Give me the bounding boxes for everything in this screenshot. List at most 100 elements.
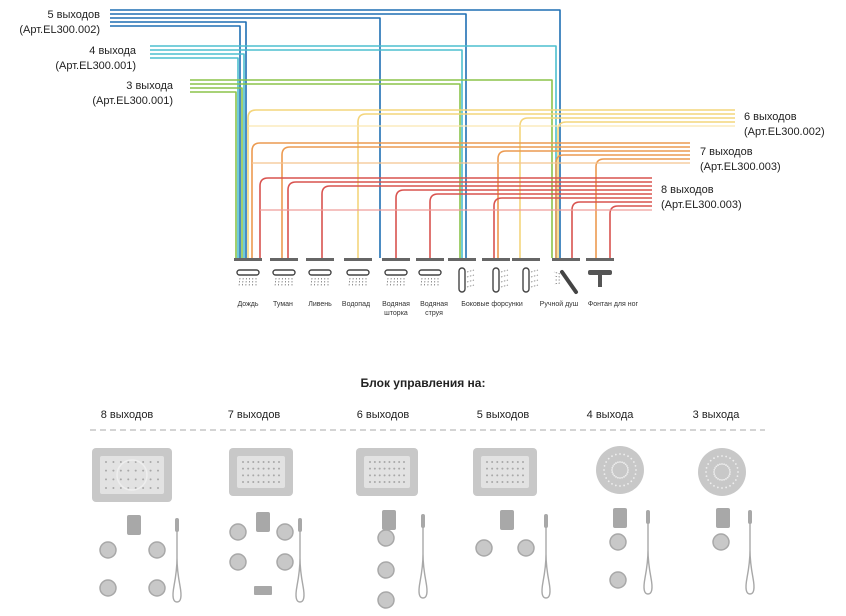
fixture-2 (270, 258, 298, 287)
outlet-bar (234, 258, 262, 261)
nozzle-dot (635, 469, 637, 471)
pipe-8-3 (321, 185, 652, 258)
pipe-6-1 (247, 109, 735, 258)
pipe-4-2 (150, 49, 463, 258)
outlet-label-side-jets: Боковые форсунки (461, 301, 523, 308)
nozzle-dot (725, 464, 727, 466)
nozzle-dot (501, 481, 504, 483)
nozzle-dot (373, 474, 376, 477)
nozzle-dot (112, 461, 115, 463)
nozzle-dot (486, 481, 488, 483)
nozzle-dot (516, 467, 519, 470)
nozzle-dot (614, 453, 617, 456)
nozzle-dot (403, 467, 405, 470)
pipe-8-4 (395, 189, 652, 258)
nozzle-dot (619, 485, 621, 487)
nozzle-dot (378, 481, 381, 483)
group-count: 8 выходов (661, 184, 714, 196)
nozzle-dot (491, 474, 494, 477)
nozzle-dot (632, 461, 635, 463)
nozzle-dot (611, 482, 613, 485)
knob-icon (99, 541, 117, 559)
nozzle-dot (403, 481, 405, 483)
nozzle-dot (626, 465, 628, 467)
nozzle-dot (522, 474, 524, 477)
knob-icon (99, 579, 117, 597)
nozzle-dot (511, 481, 514, 483)
nozzle-dot (378, 474, 381, 477)
pipe-6-4 (557, 121, 735, 258)
hand-shower-icon (748, 510, 752, 524)
spray-line (242, 277, 244, 287)
nozzle-dot (378, 461, 381, 463)
outlet-bar (552, 258, 580, 261)
nozzle-dot (713, 473, 716, 475)
nozzle-dot (728, 475, 730, 477)
hose-icon (745, 520, 755, 595)
group-label-5: 5 выходов (Арт.EL300.002) (0, 8, 100, 38)
nozzle-dot (627, 482, 629, 485)
group-label-3: 3 выхода (Арт.EL300.001) (0, 79, 173, 109)
nozzle-dot (157, 487, 159, 489)
foot-fountain-icon (588, 270, 612, 287)
nozzle-dot (511, 461, 514, 463)
column-label-4: 4 выхода (586, 409, 634, 421)
nozzle-dot (614, 484, 617, 487)
hose-icon (643, 520, 653, 595)
nozzle-dot (278, 467, 280, 470)
nozzle-dot (626, 467, 629, 469)
nozzle-dot (623, 453, 626, 456)
nozzle-dot (252, 467, 255, 470)
group-label-8: 8 выходов (Арт.EL300.003) (661, 183, 742, 213)
nozzle-dot (522, 461, 524, 463)
nozzle-dot (607, 457, 610, 460)
group-article: (Арт.EL300.001) (92, 95, 173, 107)
nozzle-dot (714, 475, 716, 477)
knob-icon (276, 553, 294, 571)
outlet-label-jet: Водяная струя (420, 301, 448, 317)
pipe-4-4 (150, 57, 239, 258)
nozzle-dot (716, 486, 719, 489)
head-panel (481, 456, 529, 488)
control-panel-icon (127, 515, 141, 535)
nozzle-dot (149, 461, 152, 463)
nozzle-dot (721, 479, 723, 481)
spray-line (314, 277, 316, 287)
nozzle-dot (737, 471, 739, 473)
outlet-bar (482, 258, 510, 261)
hand-shower-body (560, 270, 578, 294)
spray-line (348, 277, 351, 287)
spray-line (500, 279, 509, 283)
nozzle-dot (134, 469, 137, 472)
fountain-stem (598, 275, 602, 287)
nozzle-dot (383, 474, 386, 477)
nozzle-dot (605, 461, 608, 463)
side-jets-icon (492, 267, 509, 293)
hand-shower-icon (553, 270, 578, 294)
nozzle-dot (257, 467, 260, 470)
nozzle-dot (278, 461, 280, 463)
column-label-3: 3 выхода (692, 409, 740, 421)
shower-head-4 (596, 446, 644, 494)
spray-line (530, 279, 539, 283)
spray-line (281, 277, 283, 287)
nozzle-dot (709, 482, 712, 485)
nozzle-dot (506, 461, 509, 463)
nozzle-dot (736, 466, 739, 469)
nozzle-dot (707, 479, 710, 481)
nozzle-dot (716, 455, 719, 458)
hose-icon (418, 524, 428, 599)
nozzle-dot (252, 461, 255, 463)
nozzle-dot (634, 464, 637, 467)
nozzle-dot (617, 461, 619, 464)
nozzle-dot (491, 467, 494, 470)
nozzle-dot (522, 481, 524, 483)
nozzle-dot (605, 477, 608, 479)
nozzle-dot (373, 481, 376, 483)
nozzle-dot (728, 469, 731, 471)
head-shape (308, 269, 332, 276)
nozzle-dot (619, 477, 621, 479)
nozzle-dot (632, 477, 635, 479)
nozzle-dot (119, 469, 122, 472)
nozzle-dot (607, 480, 610, 483)
